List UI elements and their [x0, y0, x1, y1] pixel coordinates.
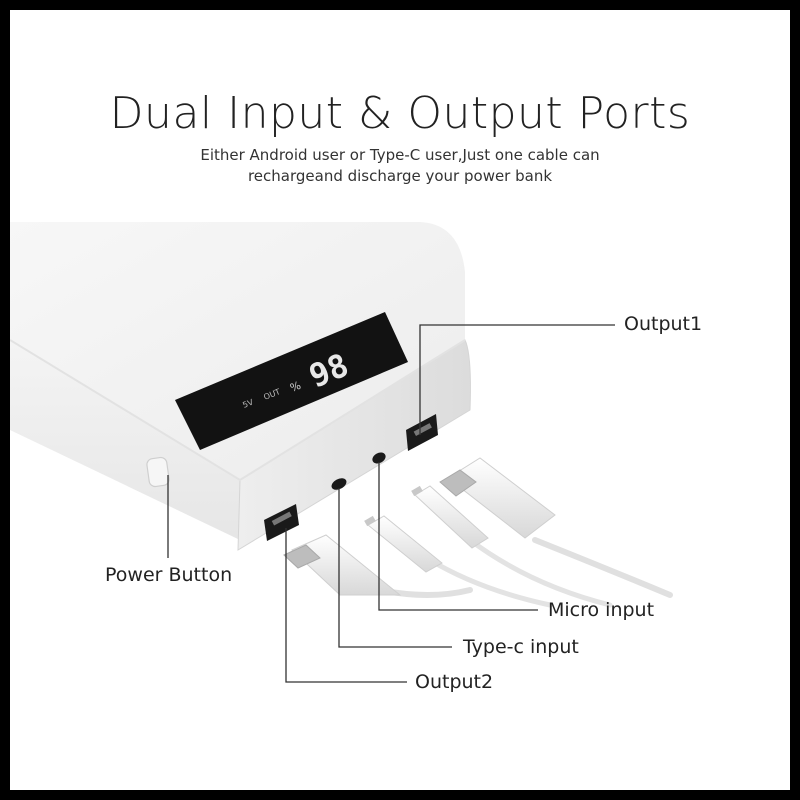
usb-a-cable-right — [439, 457, 673, 598]
micro-input-leader — [378, 462, 538, 611]
power-button — [146, 456, 170, 488]
subtitle-line-1: Either Android user or Type-C user,Just … — [200, 146, 600, 164]
callout-output2: Output2 — [415, 671, 494, 693]
type-c-cable — [411, 485, 613, 608]
callout-typec-input: Type-c input — [463, 636, 579, 658]
port-output1 — [406, 414, 438, 451]
port-typec-input — [331, 478, 347, 490]
callout-leader-lines — [167, 324, 615, 683]
power-bank-port-face — [237, 339, 471, 551]
usb-a-cable-left — [283, 534, 473, 598]
port-micro-input — [372, 452, 386, 464]
port-output2 — [264, 504, 299, 541]
power-bank-long-side — [10, 340, 240, 540]
subtitle-line-2: rechargeand discharge your power bank — [247, 167, 553, 185]
display-percent-sign: % — [288, 379, 303, 395]
callout-power-button: Power Button — [105, 564, 233, 586]
led-display: 98 % OUT 5V — [175, 312, 408, 450]
display-panel — [175, 312, 408, 450]
power-bank-body — [10, 222, 471, 551]
page-title: Dual Input & Output Ports — [109, 88, 691, 139]
power-bank-illustration: 98 % OUT 5V — [10, 222, 673, 683]
typec-input-leader — [338, 488, 452, 648]
page-subtitle: Either Android user or Type-C user,Just … — [10, 145, 790, 187]
output1-leader — [419, 324, 615, 435]
power-bank-edge — [10, 339, 466, 482]
callout-micro-input: Micro input — [548, 599, 655, 621]
product-image-frame: Dual Input & Output Ports Either Android… — [10, 10, 790, 790]
output2-leader — [285, 528, 407, 683]
callout-output1: Output1 — [624, 313, 703, 335]
display-volt-label: 5V — [241, 397, 255, 409]
